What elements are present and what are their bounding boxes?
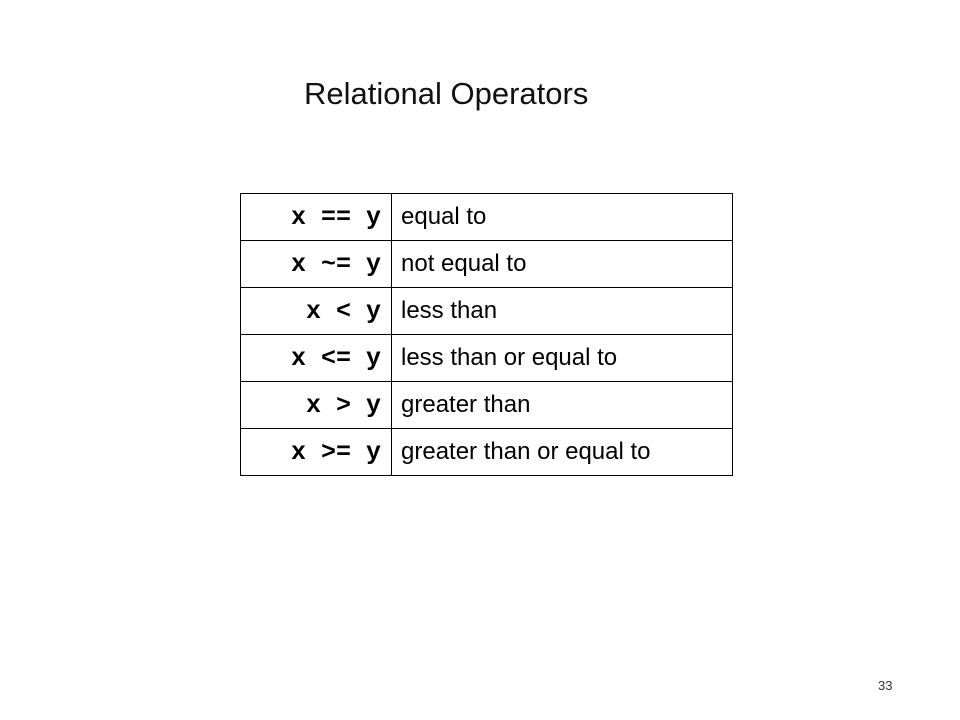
operator-cell: x == y — [240, 193, 392, 241]
operator-cell: x <= y — [240, 334, 392, 382]
page-number: 33 — [878, 678, 893, 693]
table-row: x < y less than — [240, 287, 733, 335]
meaning-cell: equal to — [391, 193, 733, 241]
operator-cell: x >= y — [240, 428, 392, 476]
meaning-cell: less than — [391, 287, 733, 335]
meaning-cell: greater than — [391, 381, 733, 429]
relational-operators-table: x == y equal to x ~= y not equal to x < … — [240, 193, 733, 476]
operator-cell: x < y — [240, 287, 392, 335]
meaning-cell: not equal to — [391, 240, 733, 288]
table-row: x <= y less than or equal to — [240, 334, 733, 382]
table-row: x ~= y not equal to — [240, 240, 733, 288]
meaning-cell: greater than or equal to — [391, 428, 733, 476]
meaning-cell: less than or equal to — [391, 334, 733, 382]
table-row: x > y greater than — [240, 381, 733, 429]
operator-cell: x > y — [240, 381, 392, 429]
slide-title: Relational Operators — [304, 76, 589, 111]
operator-cell: x ~= y — [240, 240, 392, 288]
table-row: x == y equal to — [240, 193, 733, 241]
table-row: x >= y greater than or equal to — [240, 428, 733, 476]
